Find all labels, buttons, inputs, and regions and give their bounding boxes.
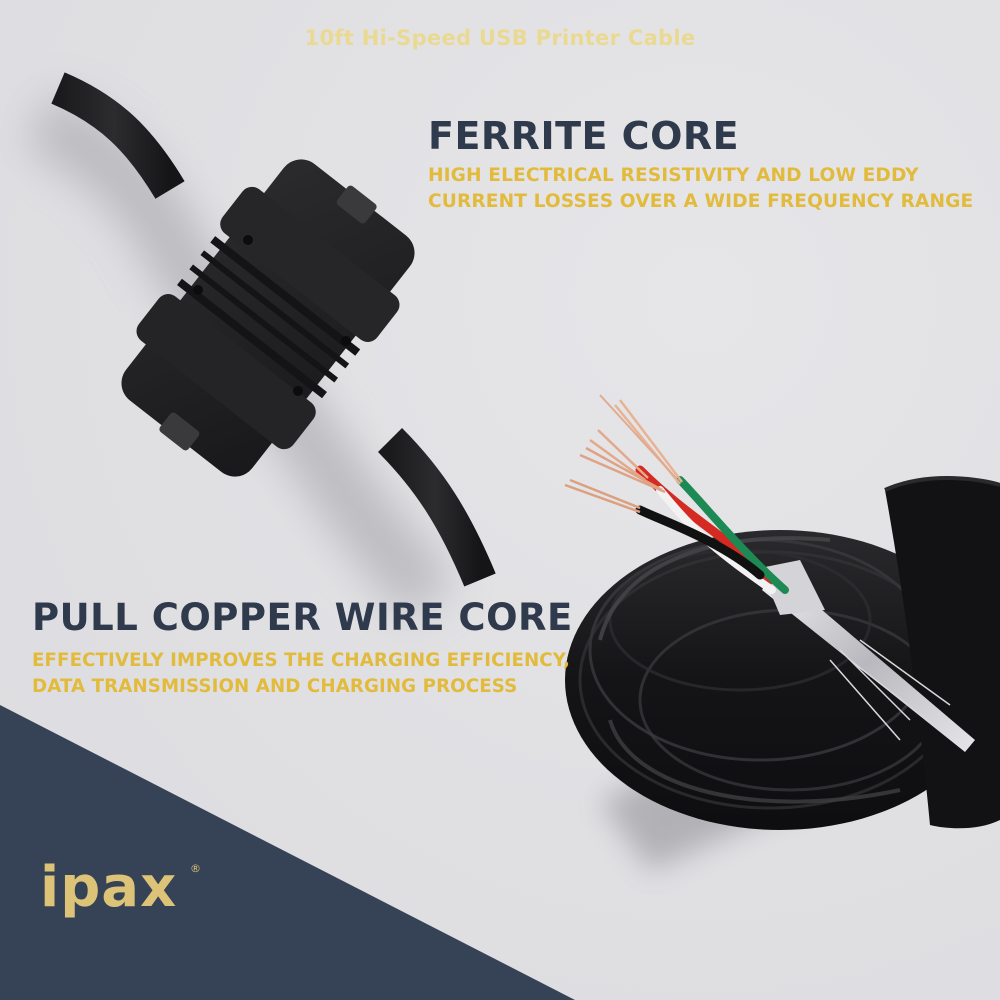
feature-heading-ferrite-core: FERRITE CORE <box>428 114 740 158</box>
feature-heading-copper-wire-core: PULL COPPER WIRE CORE <box>32 596 573 639</box>
description-line: EFFECTIVELY IMPROVES THE CHARGING EFFICI… <box>32 650 570 671</box>
feature-description-copper-wire-core: EFFECTIVELY IMPROVES THE CHARGING EFFICI… <box>32 648 570 700</box>
feature-description-ferrite-core: HIGH ELECTRICAL RESISTIVITY AND LOW EDDY… <box>428 163 973 215</box>
description-line: DATA TRANSMISSION AND CHARGING PROCESS <box>32 676 518 697</box>
description-line: CURRENT LOSSES OVER A WIDE FREQUENCY RAN… <box>428 191 974 212</box>
registered-trademark-icon: ® <box>190 862 201 875</box>
brand-logo: ipax <box>40 855 178 920</box>
description-line: HIGH ELECTRICAL RESISTIVITY AND LOW EDDY <box>428 165 919 186</box>
product-title: 10ft Hi-Speed USB Printer Cable <box>304 26 696 50</box>
